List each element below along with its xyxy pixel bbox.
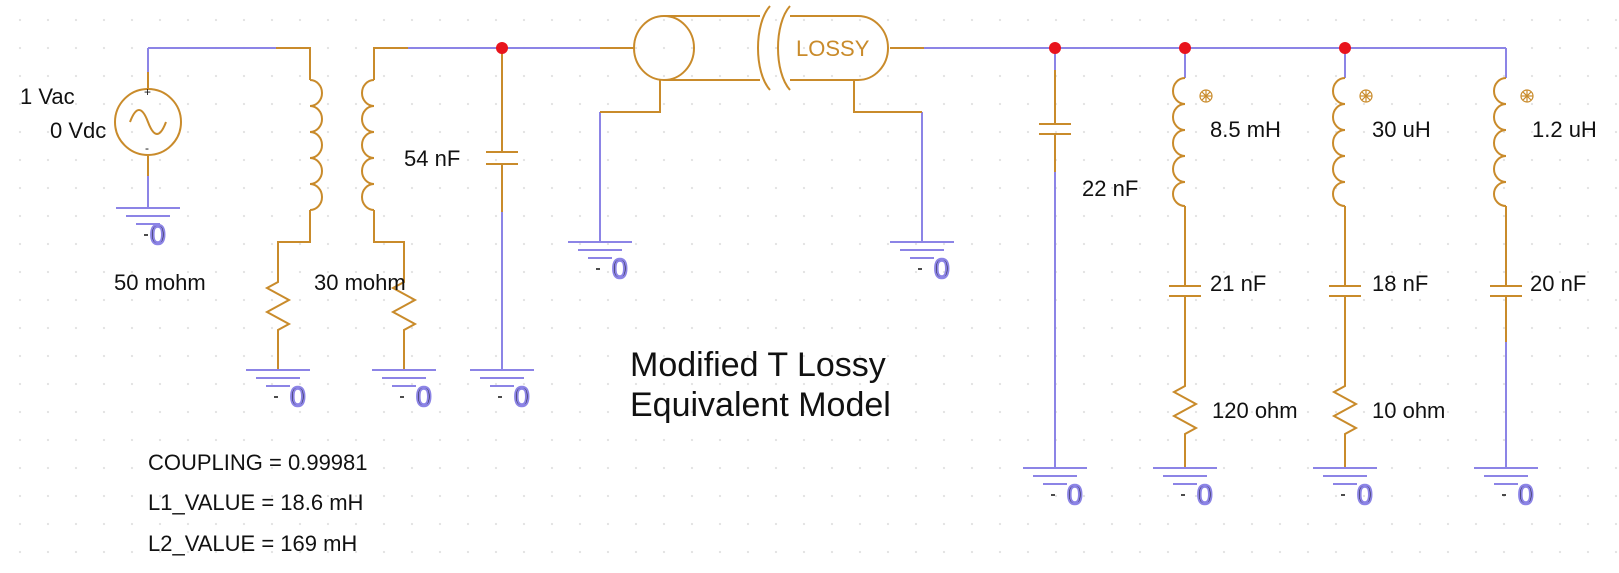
ground-icon: 0 [470, 369, 534, 413]
l2-value-param: L2_VALUE = 169 mH [148, 531, 357, 556]
resistor-50mohm [264, 272, 292, 340]
resistor-50mohm-label: 50 mohm [114, 270, 206, 295]
ground-label: 0 [514, 381, 530, 412]
capacitor-18nf-label: 18 nF [1372, 271, 1428, 296]
coupling-param: COUPLING = 0.99981 [148, 450, 368, 475]
lead-secondary-coil-bottom [373, 210, 405, 272]
ground-icon: 0 [116, 207, 180, 251]
ground-label: 0 [1357, 479, 1373, 510]
tline-break-right [777, 5, 791, 91]
inductor-1-2uh [1493, 77, 1507, 207]
ground-label: 0 [612, 253, 628, 284]
lossy-transmission-line [633, 5, 889, 91]
ground-icon: 0 [568, 241, 632, 285]
l1-value-param: L1_VALUE = 18.6 mH [148, 490, 363, 515]
ground-label: 0 [1067, 479, 1083, 510]
ground-label: 0 [150, 219, 166, 250]
ground-label: 0 [934, 253, 950, 284]
capacitor-20nf [1490, 285, 1522, 297]
ground-symbols: 0 0 0 0 0 0 0 0 0 0 [116, 207, 1538, 511]
ground-label: 0 [416, 381, 432, 412]
lead-primary-coil-bottom [277, 210, 311, 272]
junction-nodes [496, 42, 1351, 54]
tline-lossy-label: LOSSY [796, 36, 870, 61]
source-ac-label: 1 Vac [20, 84, 75, 109]
inductor-30uh-label: 30 uH [1372, 117, 1431, 142]
dot-marker-icon [1359, 89, 1373, 103]
junction-node [1049, 42, 1061, 54]
title-line-1: Modified T Lossy [630, 346, 886, 384]
junction-node [496, 42, 508, 54]
capacitor-22nf-label: 22 nF [1082, 176, 1138, 201]
ground-icon: 0 [372, 369, 436, 413]
plus-sign: + [144, 85, 151, 99]
tline-right-end [857, 15, 889, 81]
source-circle [114, 88, 182, 156]
ground-icon: 0 [246, 369, 310, 413]
tline-left-end [633, 15, 695, 81]
ground-icon: 0 [890, 241, 954, 285]
inductor-8-5mh [1172, 77, 1186, 207]
inductor-8-5mh-label: 8.5 mH [1210, 117, 1281, 142]
capacitor-54nf-label: 54 nF [404, 146, 460, 171]
lead-primary-coil [276, 47, 311, 80]
resistor-120ohm-label: 120 ohm [1212, 398, 1298, 423]
ground-icon: 0 [1313, 467, 1377, 511]
minus-sign: - [145, 141, 149, 155]
capacitor-54nf [486, 151, 518, 165]
inductor-dot-markers [1199, 89, 1534, 103]
source-dc-label: 0 Vdc [50, 118, 106, 143]
capacitor-20nf-label: 20 nF [1530, 271, 1586, 296]
ac-voltage-source: + - [114, 72, 182, 176]
tline-break-left [757, 5, 771, 91]
ground-label: 0 [1518, 479, 1534, 510]
capacitor-21nf [1169, 285, 1201, 297]
capacitor-18nf [1329, 285, 1361, 297]
ground-icon: 0 [1153, 467, 1217, 511]
ground-label: 0 [290, 381, 306, 412]
junction-node [1339, 42, 1351, 54]
resistor-30mohm [390, 272, 418, 340]
inductor-1-2uh-label: 1.2 uH [1532, 117, 1597, 142]
capacitor-22nf [1039, 123, 1071, 135]
ground-label: 0 [1197, 479, 1213, 510]
inductor-30uh [1332, 77, 1346, 207]
dot-marker-icon [1199, 89, 1213, 103]
lead-secondary-coil [373, 47, 408, 80]
capacitor-21nf-label: 21 nF [1210, 271, 1266, 296]
resistor-10ohm-label: 10 ohm [1372, 398, 1445, 423]
lead-tline-left [600, 80, 661, 113]
resistor-30mohm-label: 30 mohm [314, 270, 406, 295]
secondary-inductor-coil [361, 79, 375, 211]
dot-marker-icon [1520, 89, 1534, 103]
resistor-120ohm [1171, 376, 1199, 440]
primary-inductor-coil [309, 79, 323, 211]
sine-wave-icon [129, 109, 167, 135]
title-line-2: Equivalent Model [630, 386, 891, 424]
resistor-10ohm [1331, 376, 1359, 440]
ground-icon: 0 [1023, 467, 1087, 511]
capacitors [486, 123, 1522, 297]
lead-tline-right [853, 80, 922, 113]
junction-node [1179, 42, 1191, 54]
component-leads [276, 47, 1507, 468]
ground-icon: 0 [1474, 467, 1538, 511]
